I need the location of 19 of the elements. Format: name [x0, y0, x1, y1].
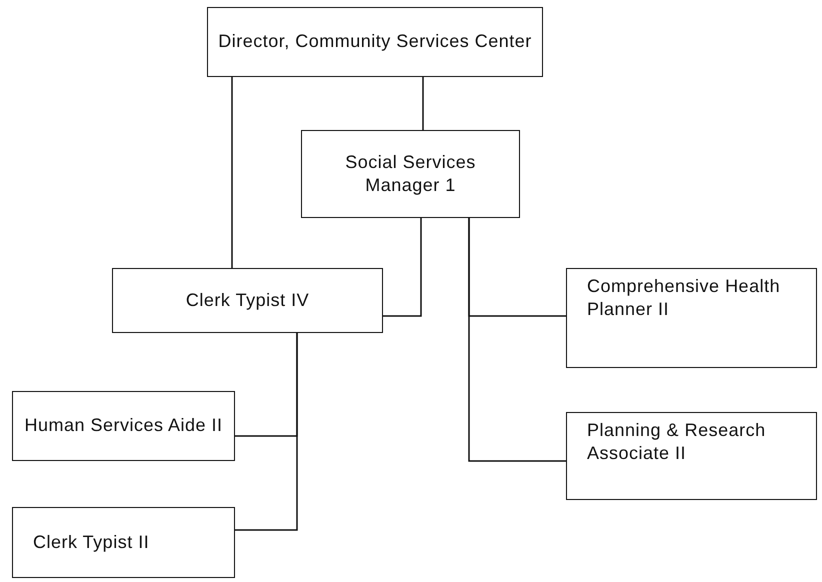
position-box: [12, 391, 235, 461]
position-title: Clerk Typist II: [33, 530, 150, 554]
connector-line: [422, 77, 424, 130]
position-box: [112, 268, 383, 333]
position-box: [207, 7, 543, 77]
position-box: [301, 130, 520, 218]
connector-line: [231, 77, 233, 268]
position-box: [566, 412, 817, 500]
connector-line: [235, 333, 298, 531]
position-box: [12, 507, 235, 578]
position-title: Director, Community Services Center: [218, 30, 532, 54]
connector-line: [468, 218, 566, 462]
connector-line: [383, 218, 422, 317]
position-box: [566, 268, 817, 368]
position-title: Social Services Manager 1: [344, 150, 477, 197]
position-title: Human Services Aide II: [24, 414, 223, 438]
position-title: Comprehensive Health Planner II: [587, 275, 782, 322]
position-title: Planning & Research Associate II: [587, 419, 767, 466]
position-title: Clerk Typist IV: [186, 288, 310, 312]
